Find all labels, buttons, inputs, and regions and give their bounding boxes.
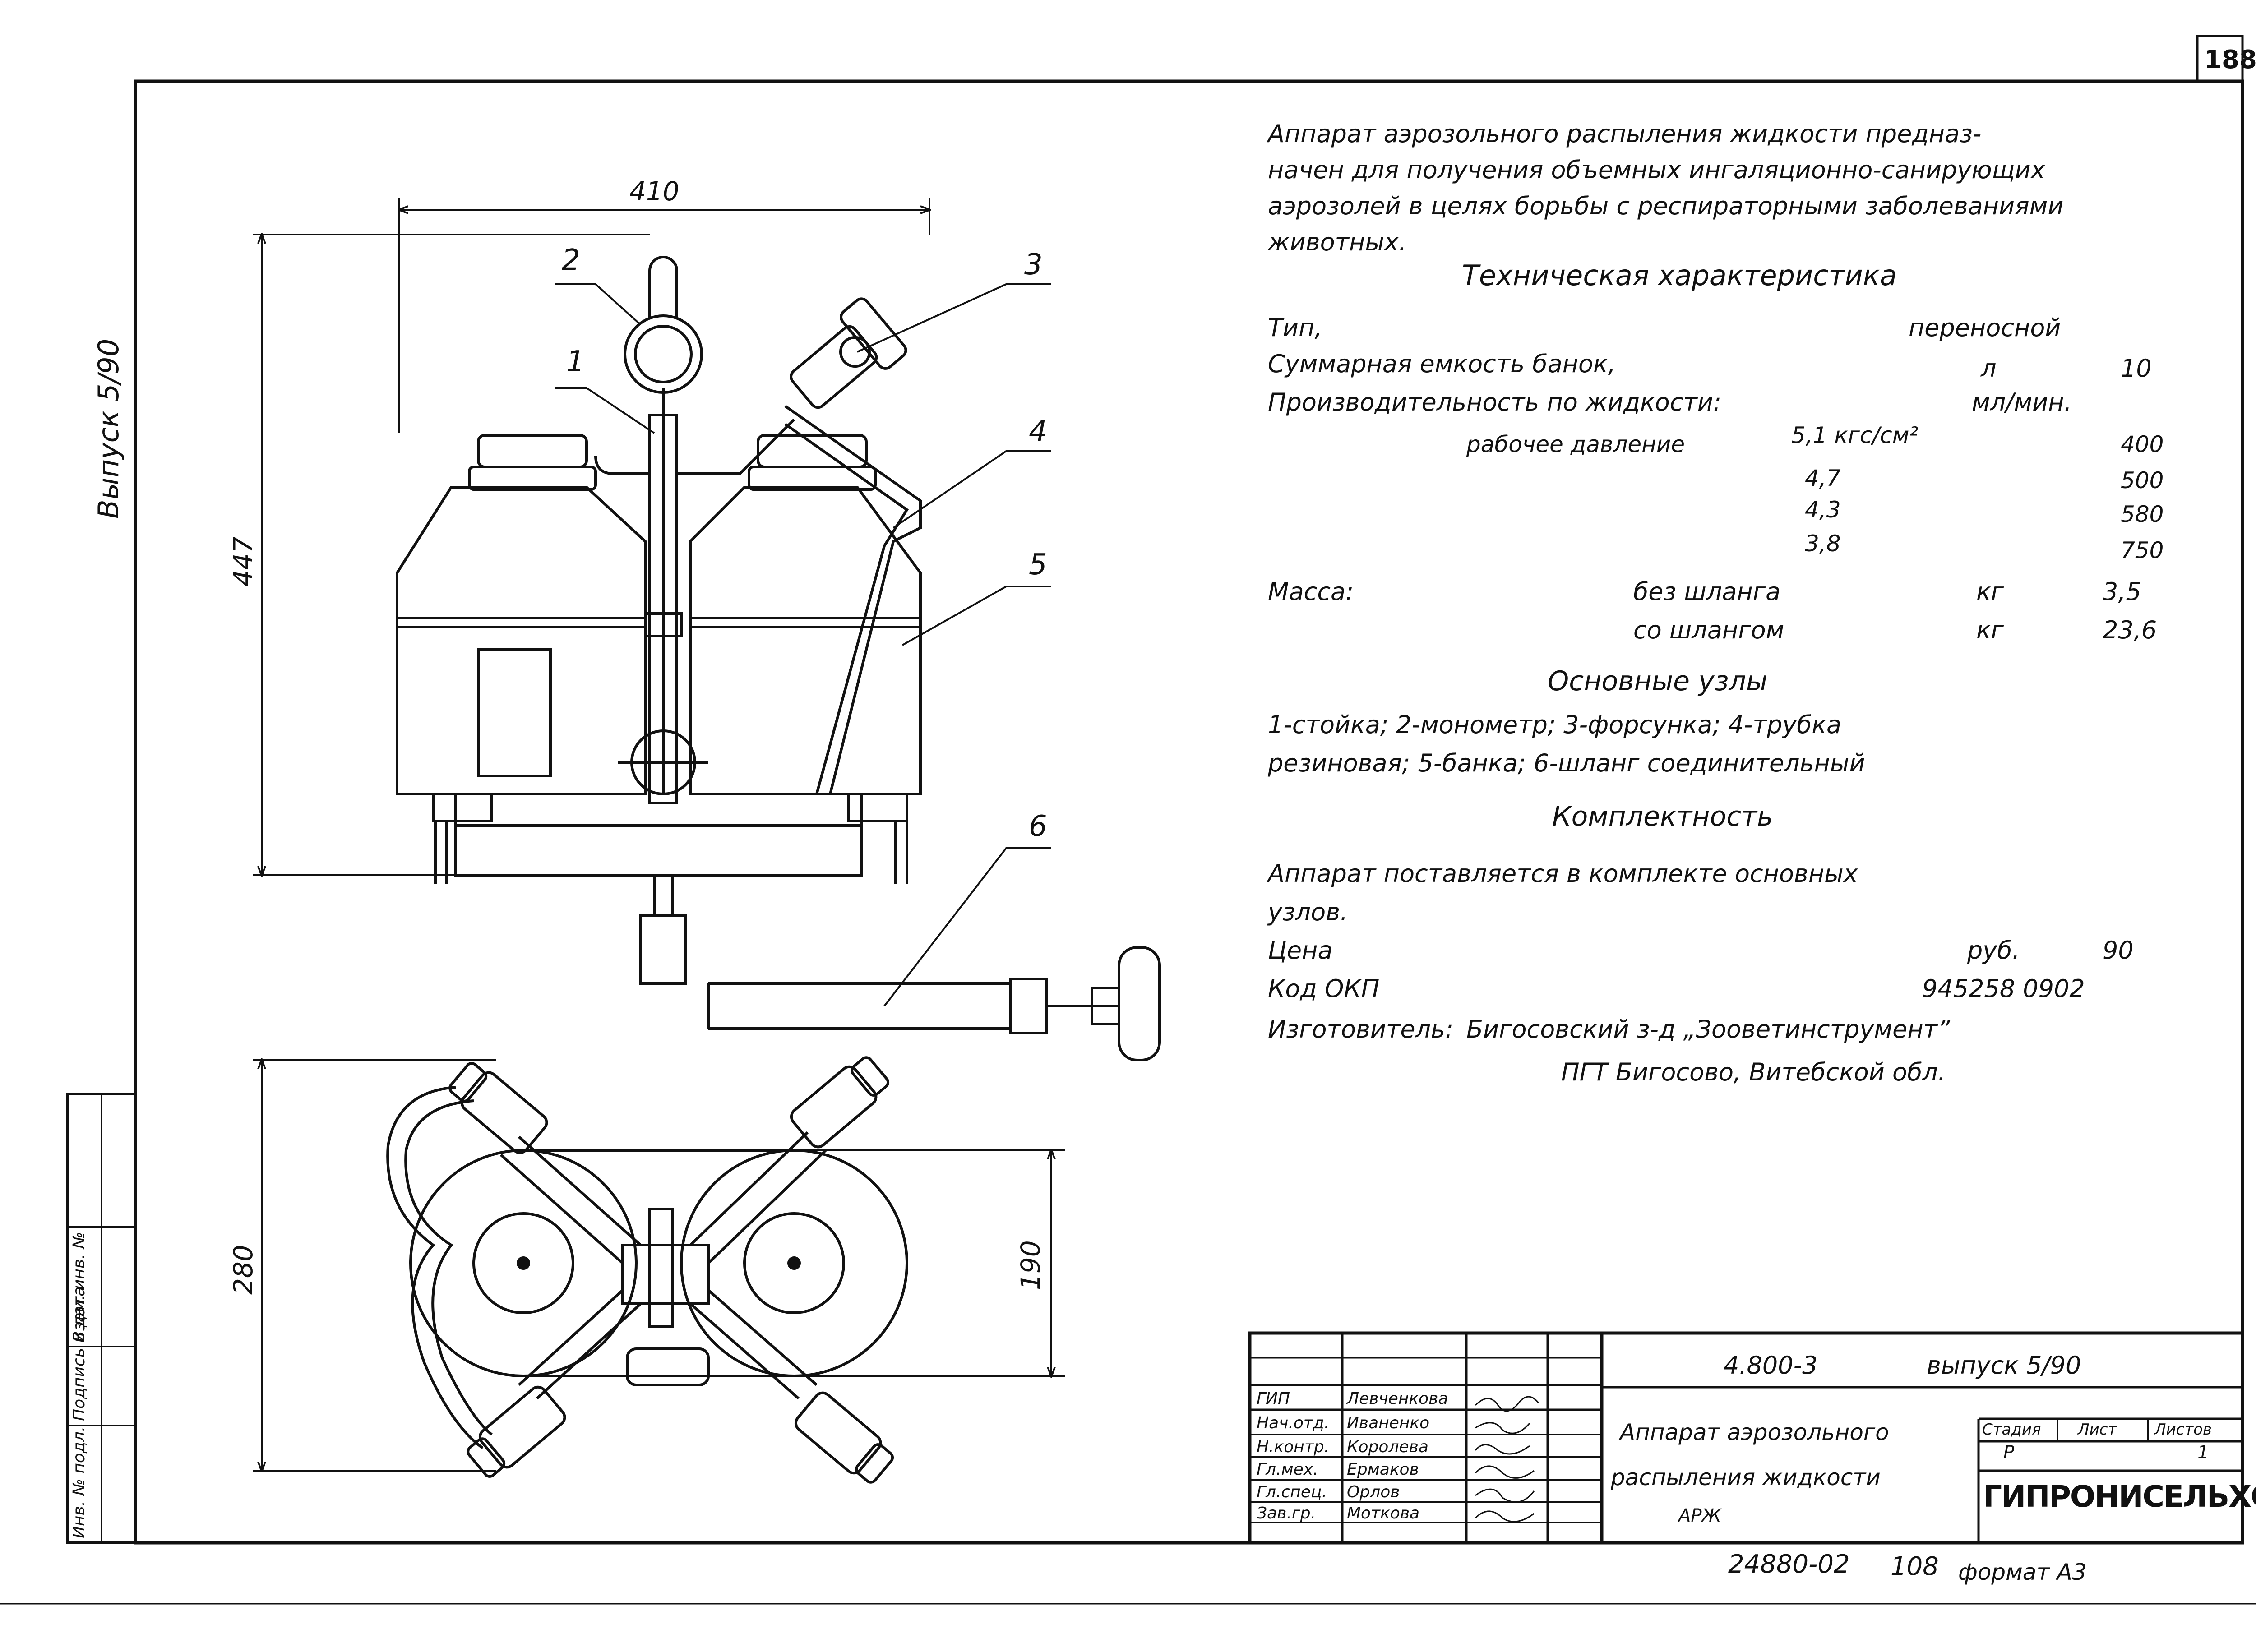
left-jar bbox=[396, 486, 647, 795]
title-line-1: Аппарат аэрозольного bbox=[1620, 1419, 1889, 1445]
dimension-lines bbox=[253, 198, 1065, 1471]
type-value: переносной bbox=[1909, 314, 2061, 342]
dim-plan-depth: 190 bbox=[1015, 1240, 1046, 1290]
title-line-2: распыления жидкости bbox=[1611, 1464, 1881, 1490]
rubber-tube bbox=[784, 405, 922, 794]
mass-2-value: 23,6 bbox=[2103, 616, 2157, 644]
okp-label: Код ОКП bbox=[1268, 974, 1380, 1003]
name-gip: Левченкова bbox=[1347, 1389, 1448, 1408]
pressure-2: 4,7 bbox=[1805, 465, 1841, 491]
pressure-4-value: 750 bbox=[2121, 537, 2164, 563]
type-label: Тип, bbox=[1268, 314, 1322, 342]
pressure-label: рабочее давление bbox=[1466, 431, 1685, 457]
name-glmeh: Ермаков bbox=[1347, 1460, 1419, 1479]
callout-4: 4 bbox=[1029, 415, 1047, 448]
units-line-2: резиновая; 5-банка; 6-шланг соединительн… bbox=[1268, 749, 1865, 777]
stage-header: Стадия bbox=[1982, 1421, 2041, 1439]
nozzle-tl bbox=[448, 1062, 548, 1154]
role-zavgr: Зав.гр. bbox=[1257, 1504, 1316, 1523]
format-label: формат А3 bbox=[1958, 1559, 2087, 1585]
name-glspec: Орлов bbox=[1347, 1483, 1400, 1501]
kit-line-1: Аппарат поставляется в комплекте основны… bbox=[1268, 859, 1858, 888]
productivity-label: Производительность по жидкости: bbox=[1268, 388, 1722, 416]
tech-heading: Техническая характеристика bbox=[1462, 259, 1897, 292]
doc-code: 4.800-3 bbox=[1724, 1351, 1818, 1380]
sheet-frame bbox=[0, 35, 2256, 1605]
sheets-header: Листов bbox=[2154, 1421, 2212, 1439]
dim-height-side: 447 bbox=[228, 536, 259, 586]
name-nkontr: Королева bbox=[1347, 1438, 1428, 1456]
role-nkontr: Н.контр. bbox=[1257, 1438, 1330, 1456]
capacity-label: Суммарная емкость банок, bbox=[1268, 350, 1616, 378]
title-line-3: АРЖ bbox=[1678, 1505, 1721, 1526]
plan-view bbox=[386, 1086, 908, 1449]
callout-6: 6 bbox=[1029, 810, 1047, 843]
mass-label: Масса: bbox=[1268, 577, 1354, 606]
page-number: 188 bbox=[2204, 45, 2256, 74]
right-jar bbox=[689, 486, 922, 795]
mass-1-unit: кг bbox=[1976, 577, 2004, 606]
callout-1: 1 bbox=[566, 345, 585, 378]
okp-value: 945258 0902 bbox=[1922, 974, 2085, 1003]
intro-line-4: животных. bbox=[1268, 228, 1407, 256]
pressure-3: 4,3 bbox=[1805, 497, 1841, 523]
mass-1-label: без шланга bbox=[1633, 577, 1781, 606]
callout-5: 5 bbox=[1029, 548, 1047, 581]
sheet-header: Лист bbox=[2078, 1421, 2117, 1439]
pressure-3-value: 580 bbox=[2121, 501, 2164, 527]
front-view bbox=[396, 256, 922, 985]
role-nach: Нач.отд. bbox=[1257, 1414, 1330, 1432]
name-zavgr: Моткова bbox=[1347, 1504, 1420, 1523]
pressure-2-value: 500 bbox=[2121, 467, 2164, 494]
nozzle-bl bbox=[467, 1385, 566, 1478]
mass-2-label: со шлангом bbox=[1633, 616, 1784, 644]
role-glspec: Гл.спец. bbox=[1257, 1483, 1327, 1501]
kit-line-2: узлов. bbox=[1268, 898, 1348, 926]
callout-3: 3 bbox=[1024, 248, 1043, 281]
mass-2-unit: кг bbox=[1976, 616, 2004, 644]
role-glmeh: Гл.мех. bbox=[1257, 1460, 1318, 1479]
title-block-grid bbox=[1248, 1331, 2244, 1545]
kit-heading: Комплектность bbox=[1552, 801, 1773, 832]
organization: ГИПРОНИСЕЛЬХОЗ bbox=[1983, 1479, 2256, 1514]
role-gip: ГИП bbox=[1257, 1389, 1290, 1408]
intro-line-2: начен для получения объемных ингаляционн… bbox=[1268, 156, 2045, 184]
pressure-1: 5,1 кгс/см² bbox=[1791, 422, 1919, 448]
maker-name: Бигосовский з-д „Зооветинструмент” bbox=[1466, 1015, 1951, 1043]
footer-sheet-number: 108 bbox=[1891, 1552, 1939, 1581]
mass-1-value: 3,5 bbox=[2103, 577, 2141, 606]
side-stamp-replace: Взам. инв. № bbox=[70, 1232, 88, 1342]
pressure-4: 3,8 bbox=[1805, 531, 1841, 557]
nozzle-br bbox=[794, 1391, 894, 1484]
price-unit: руб. bbox=[1967, 936, 2020, 964]
callout-leaders bbox=[555, 283, 1051, 1007]
base-tray bbox=[454, 794, 863, 877]
dim-width-top: 410 bbox=[629, 176, 680, 207]
pressure-1-value: 400 bbox=[2121, 431, 2164, 457]
intro-line-3: аэрозолей в целях борьбы с респираторным… bbox=[1268, 192, 2064, 220]
doc-issue: выпуск 5/90 bbox=[1927, 1351, 2081, 1380]
signatures bbox=[1475, 1396, 1539, 1523]
sheets-value: 1 bbox=[2197, 1442, 2209, 1463]
maker-address: ПГТ Бигосово, Витебской обл. bbox=[1561, 1058, 1946, 1086]
maker-label: Изготовитель: bbox=[1268, 1015, 1454, 1043]
stage-value: Р bbox=[2003, 1442, 2015, 1463]
units-heading: Основные узлы bbox=[1548, 665, 1768, 697]
price-value: 90 bbox=[2103, 936, 2134, 964]
drawing-number: 24880-02 bbox=[1728, 1550, 1850, 1579]
nozzle-tr bbox=[790, 1056, 890, 1149]
productivity-unit: мл/мин. bbox=[1972, 388, 2072, 416]
dim-plan-width: 280 bbox=[228, 1245, 259, 1295]
name-nach: Иваненко bbox=[1347, 1414, 1430, 1432]
price-label: Цена bbox=[1268, 936, 1333, 964]
connecting-hose bbox=[707, 946, 1161, 1061]
callout-2: 2 bbox=[562, 244, 580, 277]
intro-line-1: Аппарат аэрозольного распыления жидкости… bbox=[1268, 120, 1982, 148]
capacity-unit: л bbox=[1981, 354, 1997, 383]
units-line-1: 1-стойка; 2-монометр; 3-форсунка; 4-труб… bbox=[1268, 711, 1842, 739]
side-stamp-inv: Инв. № подл. bbox=[70, 1426, 88, 1538]
side-issue-label: Выпуск 5/90 bbox=[92, 338, 125, 519]
capacity-value: 10 bbox=[2121, 354, 2152, 383]
